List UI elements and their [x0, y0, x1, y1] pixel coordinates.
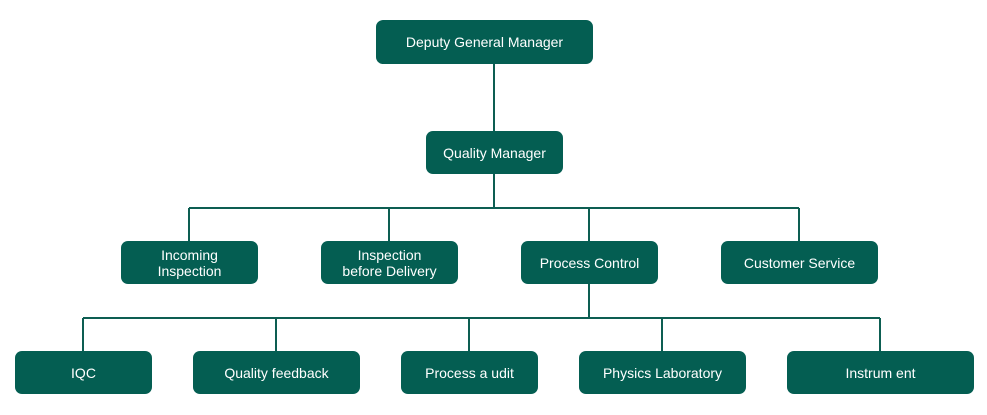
node-incoming-inspection: Incoming Inspection — [121, 241, 258, 284]
node-inspection-before-delivery: Inspection before Delivery — [321, 241, 458, 284]
node-instrument: Instrum ent — [787, 351, 974, 394]
node-quality-feedback: Quality feedback — [193, 351, 360, 394]
node-quality-manager: Quality Manager — [426, 131, 563, 174]
node-customer-service: Customer Service — [721, 241, 878, 284]
node-process-control: Process Control — [521, 241, 658, 284]
node-process-audit: Process a udit — [401, 351, 538, 394]
node-physics-laboratory: Physics Laboratory — [579, 351, 746, 394]
node-deputy-general-manager: Deputy General Manager — [376, 20, 593, 64]
node-iqc: IQC — [15, 351, 152, 394]
